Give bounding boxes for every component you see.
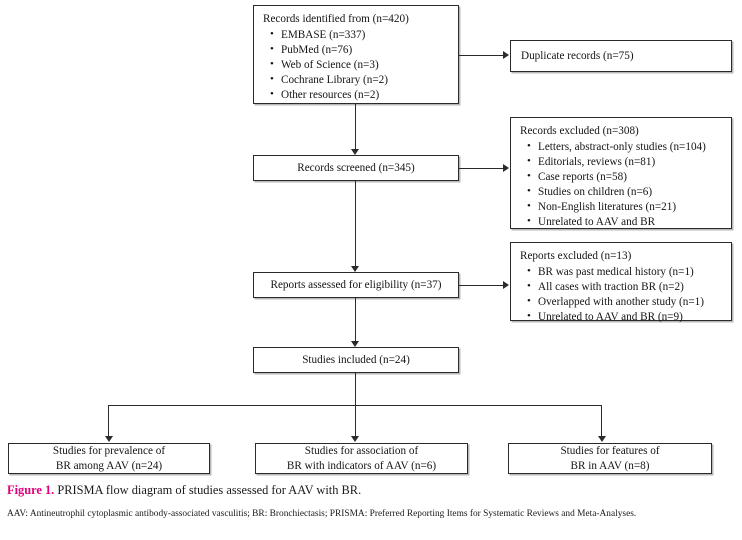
- box-outcome-prevalence: Studies for prevalence of BR among AAV (…: [8, 443, 210, 474]
- outcome-line-2: BR in AAV (n=8): [570, 459, 650, 472]
- list-item: Editorials, reviews (n=81): [527, 154, 723, 170]
- connector-to-reports-excluded: [459, 285, 504, 287]
- list-item: PubMed (n=76): [270, 42, 450, 58]
- list-item: Letters, abstract-only studies (n=104): [527, 139, 723, 155]
- box-records-excluded-title: Records excluded (n=308): [520, 125, 639, 137]
- connector-split-bar: [108, 405, 602, 407]
- arrowhead-into-reports-excluded: [503, 280, 509, 289]
- list-item: All cases with traction BR (n=2): [527, 279, 723, 295]
- connector-to-duplicates: [459, 55, 504, 57]
- list-item: Overlapped with another study (n=1): [527, 294, 723, 310]
- box-reports-assessed-eligibility-title: Reports assessed for eligibility (n=37): [270, 278, 442, 291]
- list-item: Other resources (n=2): [270, 87, 450, 103]
- box-reports-excluded: Reports excluded (n=13) BR was past medi…: [510, 242, 732, 323]
- arrowhead-into-duplicates: [503, 50, 509, 59]
- box-outcome-features: Studies for features of BR in AAV (n=8): [508, 443, 712, 474]
- outcome-line-1: Studies for features of: [560, 444, 660, 457]
- box-studies-included: Studies included (n=24): [253, 347, 459, 373]
- list-item: EMBASE (n=337): [270, 27, 450, 43]
- box-outcome-prevalence-text: Studies for prevalence of BR among AAV (…: [53, 444, 165, 474]
- records-excluded-reason-list: Letters, abstract-only studies (n=104) E…: [519, 139, 723, 230]
- outcome-line-1: Studies for prevalence of: [52, 444, 166, 457]
- outcome-line-2: BR among AAV (n=24): [55, 459, 163, 472]
- box-records-screened-title: Records screened (n=345): [297, 161, 415, 174]
- box-reports-assessed-eligibility: Reports assessed for eligibility (n=37): [253, 272, 459, 298]
- list-item: Unrelated to AAV and BR (n=9): [527, 309, 723, 325]
- box-records-excluded: Records excluded (n=308) Letters, abstra…: [510, 117, 732, 229]
- records-identified-source-list: EMBASE (n=337) PubMed (n=76) Web of Scie…: [262, 27, 450, 103]
- figure-label: Figure 1.: [7, 483, 55, 497]
- connector-eligibility-to-included: [355, 298, 357, 341]
- connector-included-to-split: [355, 373, 357, 436]
- list-item: BR was past medical history (n=1): [527, 264, 723, 280]
- list-item: Non-English literatures (n=21): [527, 199, 723, 215]
- arrowhead-into-screened: [351, 148, 359, 155]
- list-item: Studies on children (n=6): [527, 184, 723, 200]
- list-item: Case reports (n=58): [527, 169, 723, 185]
- connector-to-records-excluded: [459, 168, 504, 170]
- list-item: Cochrane Library (n=2): [270, 72, 450, 88]
- box-outcome-association: Studies for association of BR with indic…: [255, 443, 468, 474]
- connector-identified-to-screened: [355, 104, 357, 149]
- figure-caption-text: PRISMA flow diagram of studies assessed …: [54, 483, 362, 497]
- figure-footnote: AAV: Antineutrophil cytoplasmic antibody…: [7, 509, 637, 519]
- box-records-identified: Records identified from (n=420) EMBASE (…: [253, 5, 459, 104]
- list-item: Web of Science (n=3): [270, 57, 450, 73]
- outcome-line-1: Studies for association of: [304, 444, 419, 457]
- box-duplicate-records: Duplicate records (n=75): [510, 40, 732, 72]
- box-outcome-features-text: Studies for features of BR in AAV (n=8): [560, 444, 659, 474]
- arrowhead-into-eligibility: [351, 265, 359, 272]
- box-duplicate-records-title: Duplicate records (n=75): [521, 49, 634, 62]
- box-studies-included-title: Studies included (n=24): [302, 353, 410, 366]
- box-outcome-association-text: Studies for association of BR with indic…: [287, 444, 436, 474]
- arrowhead-into-outcome-features: [597, 436, 606, 442]
- connector-split-right: [601, 405, 603, 436]
- box-reports-excluded-title: Reports excluded (n=13): [520, 250, 632, 262]
- arrowhead-into-records-excluded: [503, 163, 509, 172]
- list-item: Unrelated to AAV and BR: [527, 214, 723, 230]
- connector-split-left: [108, 405, 110, 436]
- reports-excluded-reason-list: BR was past medical history (n=1) All ca…: [519, 264, 723, 325]
- figure-caption: Figure 1. PRISMA flow diagram of studies…: [7, 483, 735, 499]
- arrowhead-into-included: [351, 340, 359, 347]
- box-records-identified-title: Records identified from (n=420): [263, 13, 409, 25]
- outcome-line-2: BR with indicators of AAV (n=6): [286, 459, 437, 472]
- arrowhead-into-outcome-prevalence: [104, 436, 113, 442]
- arrowhead-into-outcome-association: [351, 436, 359, 442]
- box-records-screened: Records screened (n=345): [253, 155, 459, 181]
- connector-screened-to-eligibility: [355, 181, 357, 266]
